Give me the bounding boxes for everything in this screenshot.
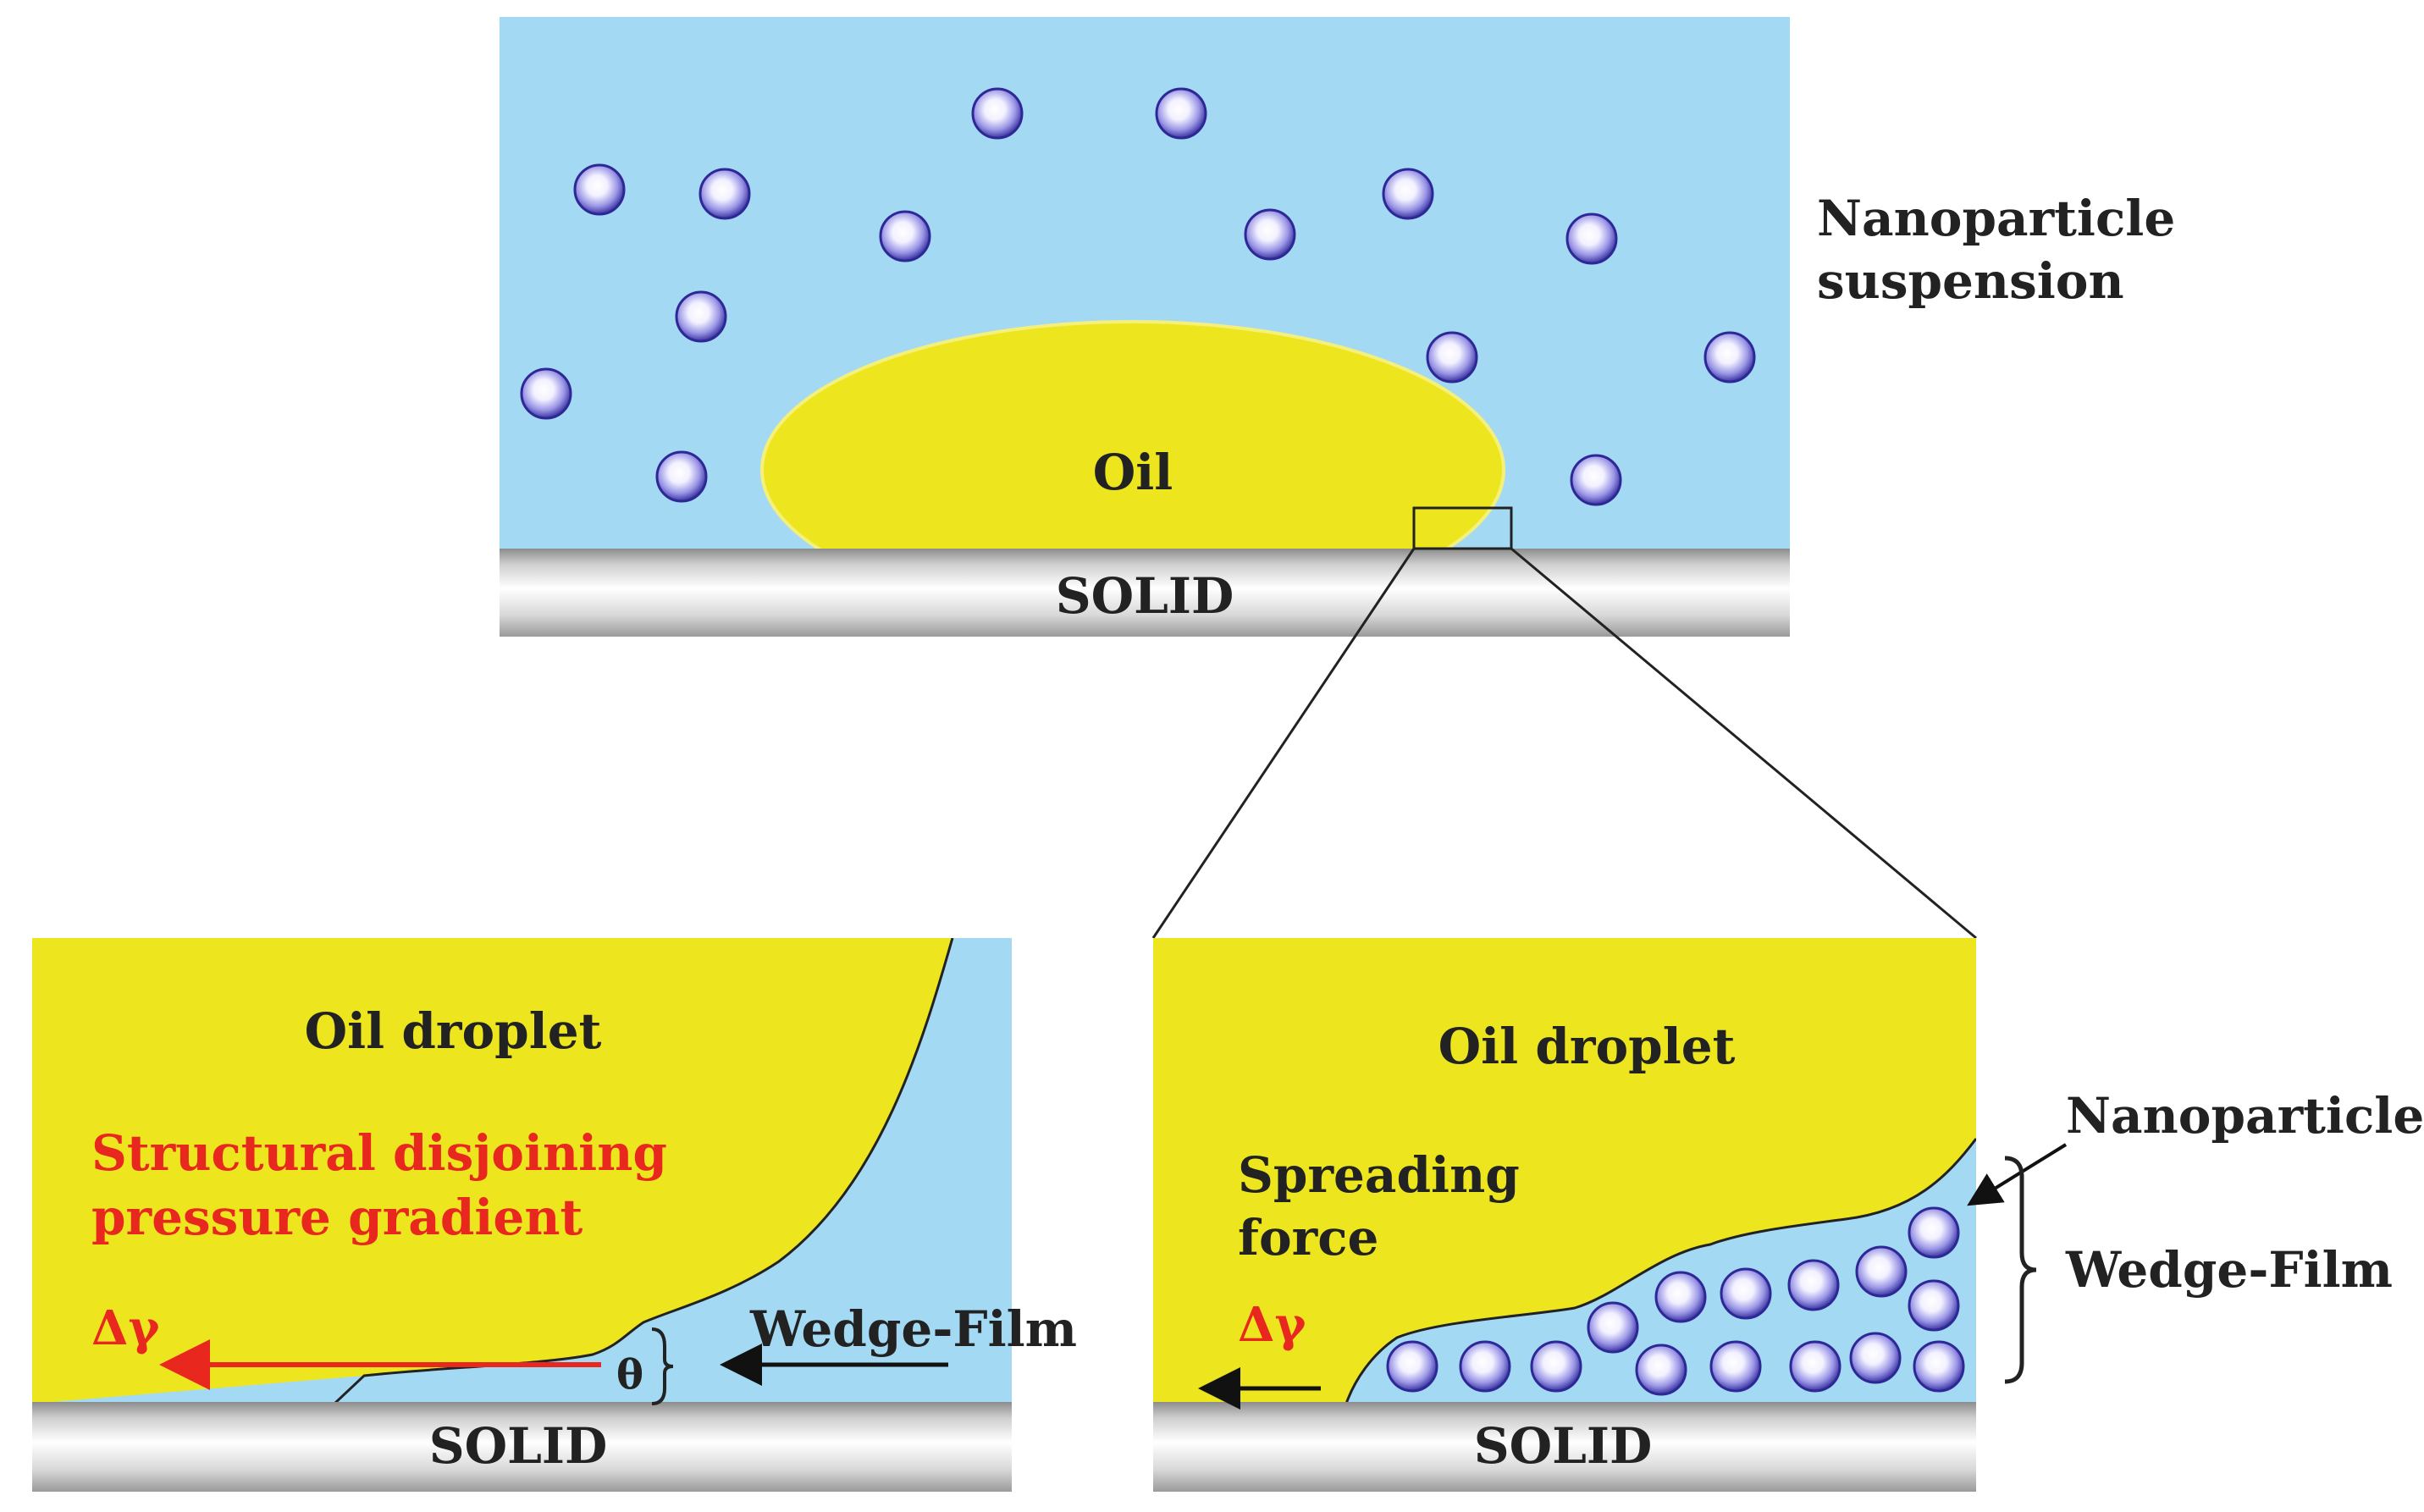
left-solid-label: SOLID — [429, 1417, 608, 1475]
suspension-label-line1: Nanoparticle — [1817, 190, 2175, 247]
nanoparticle-sphere-icon — [655, 450, 708, 503]
suspension-label-line2: suspension — [1817, 252, 2124, 310]
solid-label: SOLID — [1056, 567, 1234, 625]
nanoparticle-label: Nanoparticle — [2066, 1087, 2424, 1145]
nanoparticle-sphere-icon — [1789, 1340, 1841, 1393]
top-panel: Oil SOLID — [500, 17, 1790, 637]
nanoparticle-sphere-icon — [675, 290, 727, 343]
nanoparticle-sphere-icon — [1654, 1271, 1707, 1323]
nanoparticle-sphere-icon — [1720, 1267, 1772, 1320]
nanoparticle-sphere-icon — [1908, 1279, 1960, 1332]
right-panel: SOLID Oil droplet Spreading force Δγ — [1153, 938, 1976, 1492]
oil-drop — [760, 320, 1505, 550]
right-wedge-label: Wedge-Film — [2065, 1241, 2393, 1299]
left-delta-gamma: Δγ — [91, 1300, 160, 1356]
nanoparticle-sphere-icon — [1908, 1206, 1960, 1259]
left-solid — [32, 1402, 1012, 1492]
nanoparticle-sphere-icon — [1709, 1340, 1762, 1393]
right-brace — [2004, 1156, 2037, 1384]
nanoparticle-sphere-icon — [1155, 87, 1207, 140]
left-droplet-label: Oil droplet — [305, 1002, 602, 1060]
nanoparticle-sphere-icon — [1787, 1259, 1840, 1311]
nanoparticle-sphere-icon — [1565, 212, 1618, 265]
right-droplet-label: Oil droplet — [1438, 1018, 1736, 1075]
oil-label: Oil — [1093, 444, 1173, 501]
solid-substrate — [500, 549, 1790, 637]
wedge-particles — [1386, 1206, 1965, 1396]
zoom-line-right — [1510, 547, 1977, 940]
nanoparticle-sphere-icon — [1386, 1340, 1438, 1393]
nanoparticle-sphere-icon — [520, 367, 572, 420]
nanoparticle-sphere-icon — [1855, 1245, 1908, 1298]
right-solid — [1153, 1402, 1976, 1492]
nanoparticle-sphere-icon — [1635, 1344, 1687, 1396]
nanoparticle-sphere-icon — [1703, 331, 1756, 384]
nanoparticle-sphere-icon — [1570, 454, 1622, 506]
nanoparticle-sphere-icon — [1587, 1301, 1639, 1354]
disjoining-line1: Structural disjoining — [91, 1124, 667, 1182]
left-wedge-label: Wedge-Film — [749, 1300, 1077, 1358]
nanoparticle-sphere-icon — [971, 87, 1024, 140]
left-oil-region — [32, 938, 952, 1404]
nanoparticle-sphere-icon — [573, 163, 626, 216]
right-oil-region — [1153, 938, 1976, 1404]
nanoparticle-sphere-icon — [1530, 1340, 1582, 1393]
theta-symbol: θ — [616, 1351, 643, 1399]
zoom-line-left — [1151, 548, 1416, 939]
nanoparticle-sphere-icon — [1426, 331, 1478, 384]
spreading-line2: force — [1238, 1209, 1378, 1266]
nanoparticle-pointer — [1967, 1143, 2068, 1206]
nanoparticle-sphere-icon — [1459, 1340, 1511, 1393]
right-delta-gamma: Δγ — [1238, 1297, 1306, 1353]
left-panel: SOLID Oil droplet Structural disjoining … — [32, 938, 1077, 1492]
spreading-line1: Spreading — [1238, 1146, 1520, 1204]
suspension-particles — [520, 87, 1756, 506]
right-solid-label: SOLID — [1474, 1417, 1653, 1475]
nanoparticle-sphere-icon — [1244, 208, 1296, 261]
disjoining-line2: pressure gradient — [91, 1189, 583, 1246]
nanoparticle-sphere-icon — [1382, 168, 1434, 220]
right-interface-line — [1345, 1138, 1976, 1404]
nanoparticle-sphere-icon — [879, 210, 931, 262]
zoom-box — [1412, 506, 1513, 550]
nanoparticle-sphere-icon — [1849, 1332, 1902, 1384]
nanoparticle-sphere-icon — [1913, 1340, 1965, 1393]
nanoparticle-sphere-icon — [698, 168, 751, 220]
left-brace — [651, 1327, 674, 1405]
